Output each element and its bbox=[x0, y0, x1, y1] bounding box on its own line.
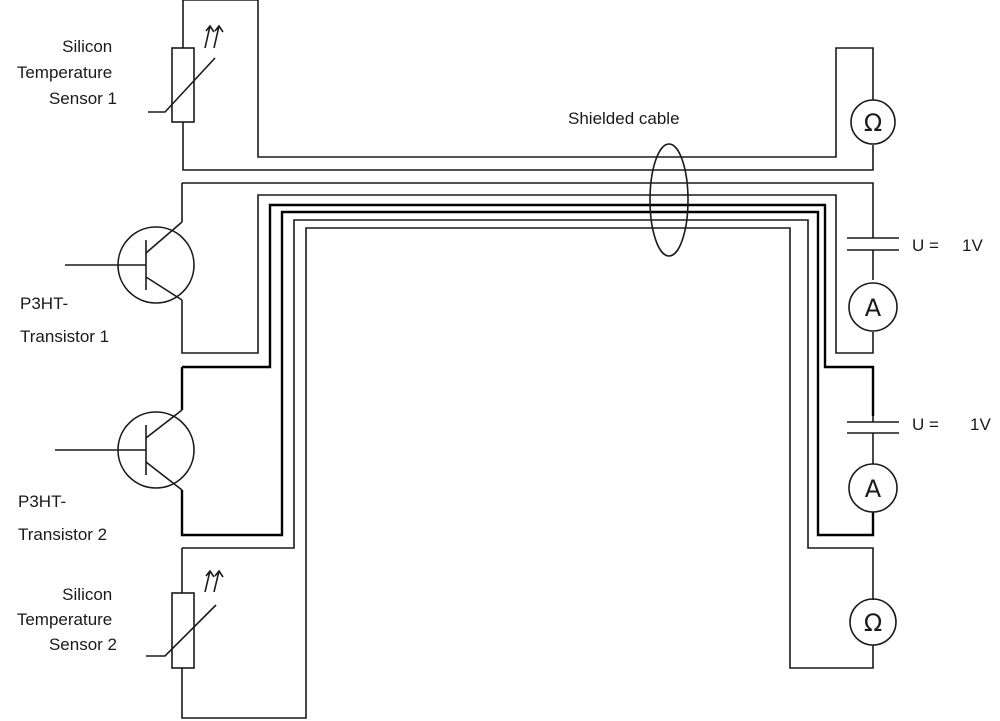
capacitor-plates-icon bbox=[847, 237, 899, 251]
transistor-1-label: P3HT- Transistor 1 bbox=[20, 294, 109, 346]
transistor-emitter bbox=[145, 276, 183, 301]
ohmmeter-bottom-icon bbox=[849, 598, 897, 646]
variable-slash-icon bbox=[148, 57, 216, 113]
resistor-icon bbox=[171, 47, 195, 123]
ammeter-top-icon bbox=[848, 282, 898, 332]
wire-sensor1-bottom bbox=[182, 0, 874, 171]
ohmmeter-bottom-symbol: Ω bbox=[864, 609, 882, 637]
wire-t1-bottom bbox=[181, 183, 874, 354]
source-top-value: 1V bbox=[962, 236, 983, 255]
light-arrows-icon bbox=[204, 24, 224, 49]
wire-t2-bottom bbox=[180, 210, 875, 537]
source-bottom-value: 1V bbox=[970, 415, 991, 434]
transistor-emitter bbox=[145, 461, 183, 491]
source-bottom-label: U = bbox=[912, 415, 939, 434]
wire-t2-top bbox=[182, 203, 875, 416]
transistor-1-symbol bbox=[65, 221, 195, 304]
wire-sensor2-top bbox=[182, 219, 874, 600]
ammeter-bottom-symbol: A bbox=[865, 475, 882, 503]
transistor-collector bbox=[145, 221, 183, 254]
sensor-1-symbol bbox=[148, 24, 224, 123]
shielded-cable-icon bbox=[649, 143, 689, 257]
transistor-collector bbox=[145, 409, 183, 439]
wire-t1-top bbox=[182, 182, 874, 232]
transistor-2-label: P3HT- Transistor 2 bbox=[18, 492, 107, 544]
variable-slash-icon bbox=[146, 604, 217, 657]
capacitor-plates-icon bbox=[847, 421, 899, 434]
resistor-icon bbox=[171, 592, 195, 669]
shielded-cable-label: Shielded cable bbox=[568, 109, 680, 128]
ammeter-top-symbol: A bbox=[865, 294, 882, 322]
wire-sensor2-bottom bbox=[181, 227, 874, 719]
transistor-2-symbol bbox=[55, 409, 195, 491]
sensor-2-label: Silicon Temperature Sensor 2 bbox=[17, 585, 117, 654]
ammeter-bottom-icon bbox=[848, 463, 898, 513]
ohmmeter-top-icon bbox=[850, 99, 896, 145]
source-top-label: U = bbox=[912, 236, 939, 255]
light-arrows-icon bbox=[204, 569, 224, 593]
sensor-1-label: Silicon Temperature Sensor 1 bbox=[17, 37, 117, 108]
sensor-2-symbol bbox=[146, 569, 224, 669]
cable-wires bbox=[180, 0, 875, 719]
wire-sensor1-top bbox=[183, 0, 874, 158]
ohmmeter-top-symbol: Ω bbox=[864, 109, 882, 137]
